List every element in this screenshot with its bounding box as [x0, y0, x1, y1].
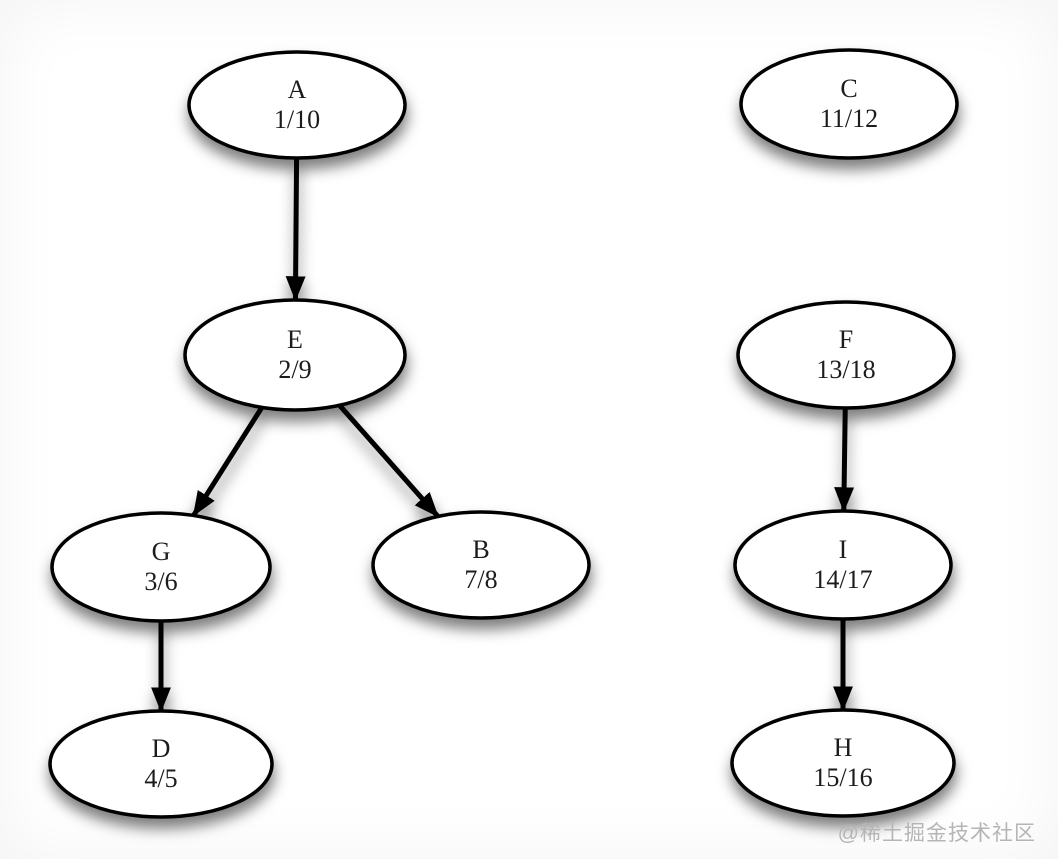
node-B: B7/8 [371, 510, 591, 620]
node-label-I: I [839, 535, 848, 564]
node-times-B: 7/8 [464, 565, 497, 594]
edge-A-E [285, 157, 306, 302]
edge-E-B [337, 403, 440, 519]
node-label-H: H [834, 733, 853, 762]
node-A: A1/10 [187, 50, 407, 160]
node-label-D: D [152, 734, 171, 763]
node-ellipse-F [736, 300, 956, 410]
node-ellipse-H [730, 708, 956, 818]
node-ellipse-E [183, 298, 407, 412]
node-times-E: 2/9 [278, 355, 311, 384]
node-times-C: 11/12 [820, 104, 878, 133]
node-times-D: 4/5 [144, 764, 177, 793]
watermark: @稀土掘金技术社区 [838, 822, 1036, 845]
node-times-G: 3/6 [144, 567, 177, 596]
node-label-G: G [152, 537, 171, 566]
node-times-H: 15/16 [813, 763, 872, 792]
node-times-I: 14/17 [813, 565, 872, 594]
node-ellipse-D [48, 709, 274, 819]
node-ellipse-G [50, 511, 272, 623]
node-ellipse-B [371, 510, 591, 620]
node-label-C: C [840, 74, 857, 103]
node-label-F: F [839, 325, 853, 354]
node-C: C11/12 [739, 48, 959, 160]
edges-layer [151, 157, 855, 713]
node-label-A: A [288, 75, 307, 104]
node-ellipse-C [739, 48, 959, 160]
node-times-A: 1/10 [274, 105, 320, 134]
edge-F-I [834, 407, 855, 513]
node-H: H15/16 [730, 708, 956, 818]
node-D: D4/5 [48, 709, 274, 819]
node-label-B: B [472, 535, 489, 564]
node-E: E2/9 [183, 298, 407, 412]
node-times-F: 13/18 [816, 355, 875, 384]
edge-E-G [191, 406, 264, 517]
node-ellipse-I [733, 509, 953, 621]
node-label-E: E [287, 325, 303, 354]
node-F: F13/18 [736, 300, 956, 410]
node-ellipse-A [187, 50, 407, 160]
node-G: G3/6 [50, 511, 272, 623]
node-I: I14/17 [733, 509, 953, 621]
